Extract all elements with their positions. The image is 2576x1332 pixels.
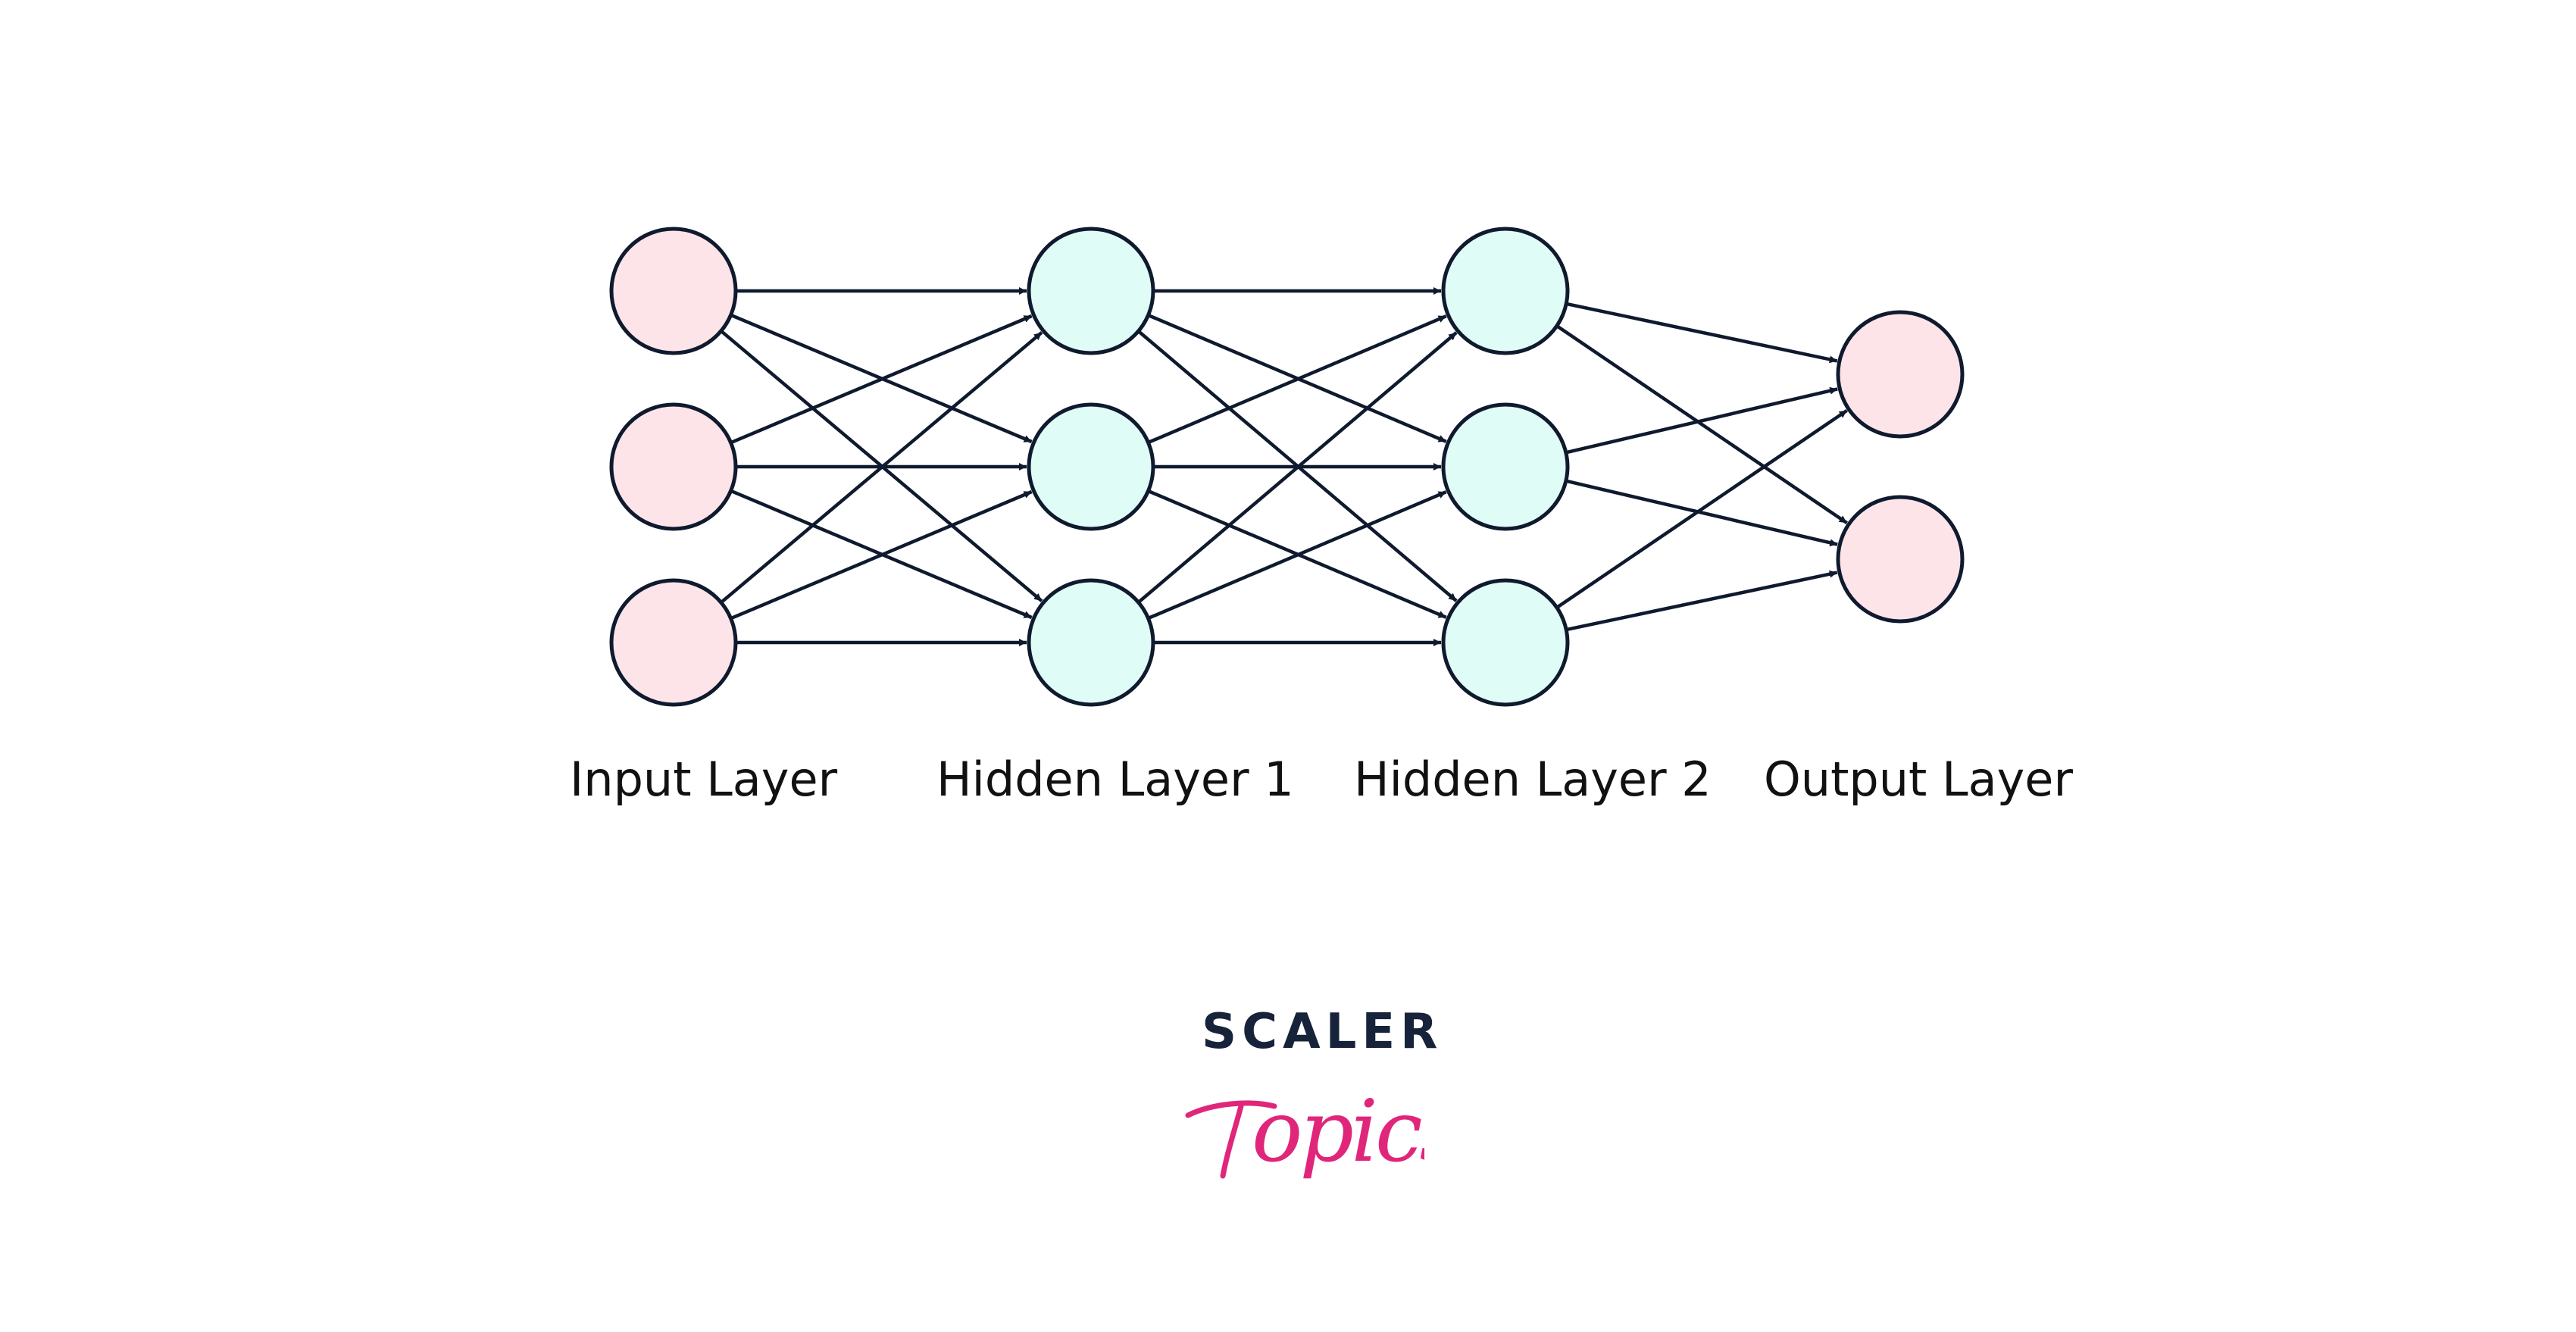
logo-scaler-wordmark: SCALER — [1202, 1004, 1443, 1060]
connection-hidden2-2-to-output-1 — [1565, 386, 1838, 455]
hidden1-node-3 — [1027, 578, 1155, 707]
logo-topics-text: opics — [1252, 1083, 1424, 1181]
connection-input-3-to-hidden1-2 — [730, 489, 1033, 621]
logo-topics-script: opics — [1185, 1083, 1424, 1181]
hidden1-node-2 — [1027, 402, 1155, 531]
hidden-layer-1-label: Hidden Layer 1 — [936, 752, 1294, 807]
hidden2-node-1 — [1441, 227, 1570, 355]
connection-hidden1-2-to-hidden2-1 — [1147, 314, 1447, 445]
output-layer-label: Output Layer — [1764, 752, 2073, 807]
connection-hidden2-1-to-output-2 — [1555, 324, 1848, 525]
connection-hidden2-2-to-output-2 — [1565, 479, 1838, 547]
output-node-1 — [1836, 310, 1965, 439]
connection-hidden1-3-to-hidden2-1 — [1137, 331, 1458, 604]
connection-input-2-to-hidden1-1 — [730, 314, 1033, 445]
hidden2-node-3 — [1441, 578, 1570, 707]
hidden1-node-1 — [1027, 227, 1155, 355]
input-node-2 — [609, 402, 738, 531]
connection-hidden2-1-to-output-1 — [1565, 302, 1838, 364]
connection-hidden1-3-to-hidden2-2 — [1147, 490, 1447, 621]
connections — [720, 287, 1848, 646]
connection-hidden2-3-to-output-1 — [1555, 408, 1848, 609]
hidden2-node-2 — [1441, 402, 1570, 531]
scaler-topics-logo: SCALER opics — [1182, 1008, 1440, 1205]
input-node-1 — [609, 227, 738, 355]
hidden-layer-2-label: Hidden Layer 2 — [1354, 752, 1712, 807]
connection-input-3-to-hidden1-1 — [720, 331, 1043, 604]
input-node-3 — [609, 578, 738, 707]
input-layer-label: Input Layer — [570, 752, 838, 807]
connection-hidden2-3-to-output-2 — [1565, 570, 1838, 632]
neurons — [609, 227, 1965, 707]
output-node-2 — [1836, 495, 1965, 624]
